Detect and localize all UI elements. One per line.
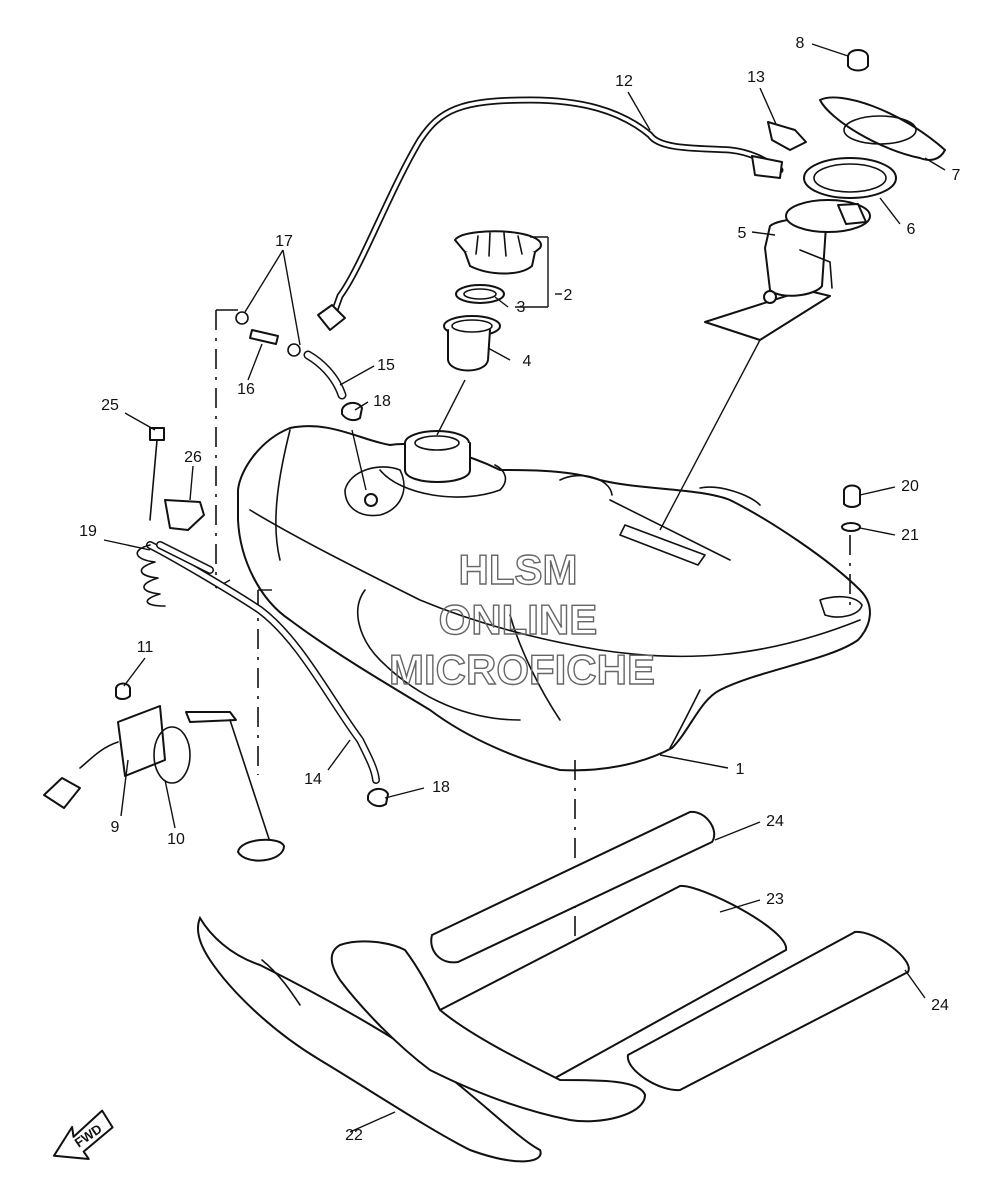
watermark: HLSM ONLINE MICROFICHE [388,545,655,693]
forward-arrow-icon: FWD [52,1109,114,1160]
callout-21: 21 [901,527,919,544]
callout-10: 10 [167,831,185,848]
callout-9: 9 [111,819,120,836]
cap-gasket [455,284,505,304]
callout-23: 23 [766,891,784,908]
callout-14: 14 [304,771,322,788]
pump-gasket [803,157,897,199]
clip-18-lower [367,788,389,808]
callout-18-lower: 18 [432,779,450,796]
watermark-line-3: MICROFICHE [389,646,655,693]
fuel-hose [317,96,784,331]
breather-hose-15 [303,350,347,400]
cap-nut [847,49,869,72]
callout-19: 19 [79,523,97,540]
callout-18-upper: 18 [373,393,391,410]
callout-16: 16 [237,381,255,398]
callout-12: 12 [615,73,633,90]
pump-retainer-plate [819,96,946,161]
coiled-hose-19 [136,541,214,607]
callout-6: 6 [907,221,916,238]
callout-15: 15 [377,357,395,374]
callout-25: 25 [101,397,119,414]
watermark-line-1: HLSM [459,546,578,593]
callout-2: 2 [564,287,573,304]
filler-strainer [443,315,501,372]
callout-5: 5 [738,225,747,242]
fuel-level-sender [43,705,285,862]
damper-24-right [626,930,910,1092]
leader-lines [103,43,946,1133]
joint-16 [249,329,279,345]
callout-22: 22 [345,1127,363,1144]
clips-17 [235,311,301,357]
callout-17: 17 [275,233,293,250]
callout-3: 3 [517,299,526,316]
fuel-cap [454,230,542,275]
callout-7: 7 [952,167,961,184]
washer-21 [841,522,861,532]
hose-clamp-13 [751,121,807,179]
callout-26: 26 [184,449,202,466]
hose-holder-26 [164,499,205,531]
callout-20: 20 [901,478,919,495]
heat-shield-22 [197,915,647,1163]
damper-24-left [430,810,716,964]
callout-1: 1 [736,761,745,778]
callout-13: 13 [747,69,765,86]
fuel-pump [704,199,871,341]
callout-4: 4 [523,353,532,370]
callout-24-lower: 24 [931,997,949,1014]
callout-11: 11 [137,639,154,656]
drain-hose-14 [146,541,380,784]
clip-18-upper [341,402,363,422]
watermark-line-2: ONLINE [439,596,598,643]
callout-8: 8 [796,35,805,52]
cable-tie-25 [149,427,165,521]
callout-24-upper: 24 [766,813,784,830]
sender-gasket-10 [153,726,191,784]
bolt-11 [115,682,131,700]
nut-20 [843,484,861,508]
callout-labels: 1 2 3 4 5 6 7 8 9 10 11 12 13 14 15 16 1… [79,35,960,1144]
fuel-tank [237,425,871,772]
